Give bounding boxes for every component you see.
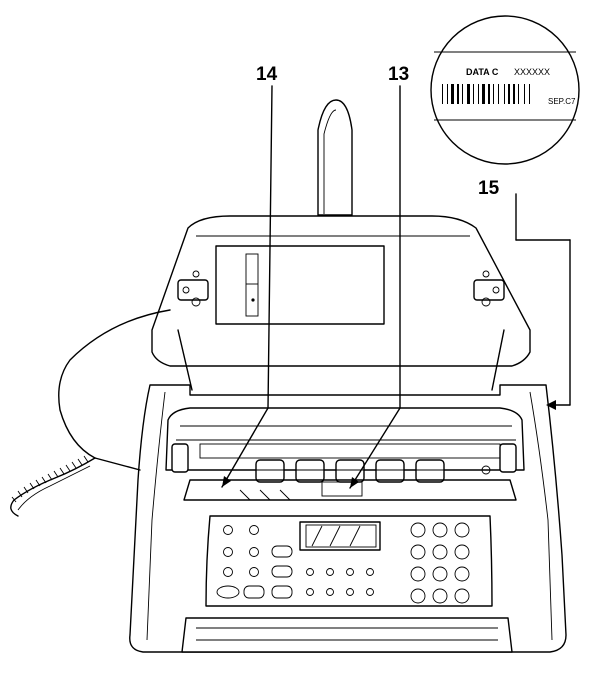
- label-serial-text: XXXXXX: [514, 67, 550, 77]
- top-cover: [151, 215, 531, 391]
- label-code-text: SEP.C7: [548, 97, 576, 106]
- callout-13: 13: [388, 64, 409, 85]
- display-window: [299, 521, 381, 551]
- numeric-keypad: [410, 522, 470, 604]
- callout-15: 15: [478, 178, 500, 199]
- paper-support: [317, 99, 353, 216]
- left-keypad: [216, 525, 293, 599]
- right-hinge: [473, 270, 505, 307]
- handset-cord: [10, 309, 171, 517]
- left-hinge: [177, 270, 209, 307]
- rollers: [200, 459, 500, 483]
- function-buttons: [306, 568, 374, 596]
- control-panel: [205, 515, 493, 607]
- barcode-graphic: [442, 84, 530, 104]
- document-slot: [181, 617, 513, 653]
- callout-14: 14: [256, 64, 278, 85]
- label-inset: DATA C XXXXXX SEP.C7: [430, 15, 580, 165]
- leader-lines: [221, 85, 571, 489]
- label-data-text: DATA C: [466, 67, 499, 77]
